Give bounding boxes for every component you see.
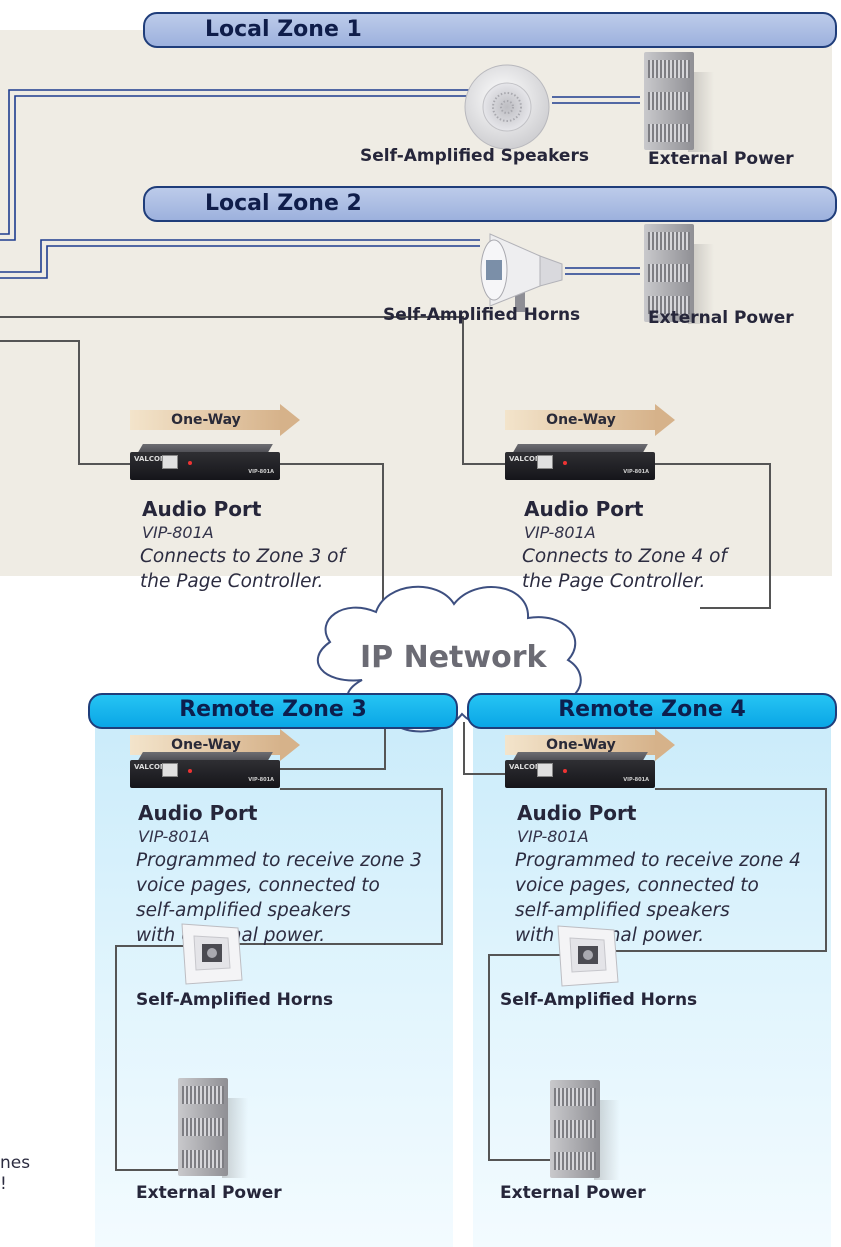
ip-network-label: IP Network xyxy=(360,640,547,675)
device-brand: VALCOM xyxy=(134,763,167,771)
zone-2-horn-wire xyxy=(0,239,480,279)
local-port-3-direction-label: One-Way xyxy=(171,412,241,428)
remote-zone-3-header: Remote Zone 3 xyxy=(88,693,458,729)
ceiling-speaker-icon xyxy=(464,64,550,150)
local-zone-2-header: Local Zone 2 xyxy=(143,186,837,222)
controller-wires xyxy=(0,316,827,1171)
remote-zone-4-power-supply-icon xyxy=(550,1080,620,1180)
horn-speaker-icon xyxy=(480,233,563,312)
remote-zone-4-power-label: External Power xyxy=(500,1183,646,1203)
local-port-4-direction-arrow: One-Way xyxy=(505,404,675,436)
remote-port-3-model: VIP-801A xyxy=(138,827,210,846)
remote-zone-3-horn-label: Self-Amplified Horns xyxy=(136,990,334,1010)
local-port-3-title: Audio Port xyxy=(142,497,262,521)
edge-text-line-1: nes xyxy=(0,1153,31,1173)
device-model-tag: VIP-801A xyxy=(623,469,649,475)
local-audio-port-3-device: VALCOM VIP-801A xyxy=(130,444,280,484)
local-zone-2-title: Local Zone 2 xyxy=(205,191,362,216)
local-port-4-description: Connects to Zone 4 of the Page Controlle… xyxy=(522,546,727,592)
local-port-3-description: Connects to Zone 3 of the Page Controlle… xyxy=(140,546,345,592)
remote-zone-4-title: Remote Zone 4 xyxy=(558,697,746,722)
remote-zone-3-power-label: External Power xyxy=(136,1183,282,1203)
remote-port-4-description: Programmed to receive zone 4 voice pages… xyxy=(515,850,801,946)
device-model-tag: VIP-801A xyxy=(623,777,649,783)
zone-1-device-label: Self-Amplified Speakers xyxy=(360,146,589,166)
remote-port-4-title: Audio Port xyxy=(517,801,637,825)
remote-zone-3-title: Remote Zone 3 xyxy=(179,697,367,722)
remote-zone-3-horn-icon xyxy=(181,923,243,985)
local-port-3-direction-arrow: One-Way xyxy=(130,404,300,436)
remote-audio-port-4-device: VALCOM VIP-801A xyxy=(505,752,655,792)
device-brand: VALCOM xyxy=(509,455,542,463)
zone-2-device-label: Self-Amplified Horns xyxy=(383,305,581,325)
local-port-3-model: VIP-801A xyxy=(142,523,214,542)
remote-port-3-direction-arrow: One-Way xyxy=(130,729,300,761)
remote-port-3-title: Audio Port xyxy=(138,801,258,825)
device-brand: VALCOM xyxy=(509,763,542,771)
device-model-tag: VIP-801A xyxy=(248,469,274,475)
remote-zone-4-horn-label: Self-Amplified Horns xyxy=(500,990,698,1010)
remote-port-3-direction-label: One-Way xyxy=(171,737,241,753)
zone-2-power-label: External Power xyxy=(648,308,794,328)
remote-zone-4-header: Remote Zone 4 xyxy=(467,693,837,729)
zone-1-power-supply-icon xyxy=(644,52,714,152)
remote-audio-port-3-device: VALCOM VIP-801A xyxy=(130,752,280,792)
local-zone-1-title: Local Zone 1 xyxy=(205,17,362,42)
remote-zone-3-power-supply-icon xyxy=(178,1078,248,1178)
zone-1-speaker-wire xyxy=(0,89,470,241)
zone-2-power-supply-icon xyxy=(644,224,714,324)
remote-zone-4-horn-icon xyxy=(557,925,619,987)
local-port-4-title: Audio Port xyxy=(524,497,644,521)
local-audio-port-4-device: VALCOM VIP-801A xyxy=(505,444,655,484)
local-port-4-model: VIP-801A xyxy=(524,523,596,542)
zone-1-power-wire xyxy=(552,96,640,104)
local-port-4-direction-label: One-Way xyxy=(546,412,616,428)
zone-2-power-wire xyxy=(565,267,640,275)
remote-port-4-model: VIP-801A xyxy=(517,827,589,846)
remote-port-4-direction-label: One-Way xyxy=(546,737,616,753)
device-model-tag: VIP-801A xyxy=(248,777,274,783)
local-zone-1-header: Local Zone 1 xyxy=(143,12,837,48)
zone-1-power-label: External Power xyxy=(648,149,794,169)
edge-text-line-2: ! xyxy=(0,1174,7,1194)
remote-port-3-description: Programmed to receive zone 3 voice pages… xyxy=(136,850,422,946)
remote-zone-3-area xyxy=(95,700,453,1247)
remote-zone-4-area xyxy=(473,700,831,1247)
device-brand: VALCOM xyxy=(134,455,167,463)
remote-port-4-direction-arrow: One-Way xyxy=(505,729,675,761)
